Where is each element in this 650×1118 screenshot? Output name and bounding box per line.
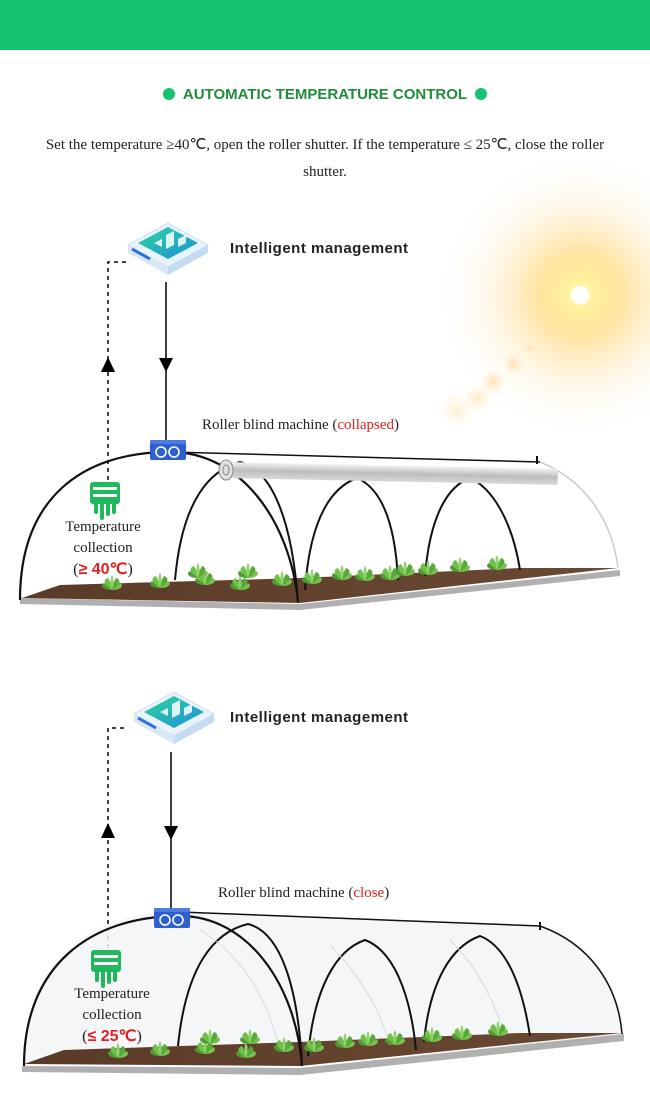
sensor-threshold: (≤ 25℃): [82, 1028, 142, 1045]
inner-arch: [424, 476, 521, 577]
feedback-connector: [107, 261, 126, 480]
scene-closed: [22, 690, 624, 1075]
sensor-label-line1: Temperature: [74, 986, 150, 1002]
sensor-label-line2: collection: [73, 540, 133, 556]
sensor-label-line1: Temperature: [65, 519, 141, 535]
temperature-sensor-icon: [88, 480, 122, 520]
arrow-up-icon: [101, 823, 115, 838]
roller-machine-icon: [149, 439, 187, 461]
inner-arch: [423, 934, 531, 1043]
arrow-up-icon: [101, 357, 115, 372]
sensor-threshold: (≥ 40℃): [73, 561, 133, 578]
sensor-label: Temperature collection (≥ 40℃): [38, 517, 168, 580]
management-label: Intelligent management: [230, 709, 409, 726]
feedback-connector: [107, 727, 128, 948]
ground-edge: [20, 570, 620, 610]
sensor-label: Temperature collection (≤ 25℃): [47, 984, 177, 1047]
machine-state: collapsed: [337, 417, 395, 433]
covered-film: [24, 912, 624, 1066]
sensor-label-line2: collection: [82, 1007, 142, 1023]
inner-arch: [177, 922, 303, 1067]
scene-open: [18, 221, 620, 610]
roll-end: [218, 459, 234, 481]
bullet-dot-right-icon: [475, 88, 488, 100]
machine-state: close: [353, 885, 385, 901]
sun-icon: [430, 145, 650, 445]
heading-text: AUTOMATIC TEMPERATURE CONTROL: [182, 86, 468, 103]
greenhouse-ridge: [179, 911, 541, 927]
rolled-shutter: [225, 462, 558, 485]
soil-bed: [22, 568, 618, 603]
machine-label: Roller blind machine (close): [218, 885, 390, 901]
cloud-platform-icon: [132, 690, 216, 746]
greenhouse-ridge: [169, 451, 541, 463]
machine-label-text: Roller blind machine: [218, 885, 345, 901]
inner-arch: [307, 938, 417, 1057]
management-label: Intelligent management: [230, 240, 409, 257]
greenhouse-back-arch: [539, 925, 623, 1035]
roller-machine-icon: [153, 907, 191, 929]
top-banner: [0, 0, 650, 50]
arrow-down-icon: [164, 826, 178, 840]
description-text: Set the temperature ≥40℃, open the rolle…: [45, 137, 605, 180]
arrow-down-icon: [159, 358, 173, 372]
bullet-dot-left-icon: [162, 88, 175, 100]
machine-label: Roller blind machine (collapsed): [202, 417, 400, 433]
inner-arch: [174, 460, 299, 603]
ground-edge: [22, 1034, 624, 1075]
machine-label-text: Roller blind machine: [202, 417, 329, 433]
cloud-platform-icon: [126, 221, 210, 277]
section-heading: AUTOMATIC TEMPERATURE CONTROL: [0, 86, 650, 103]
